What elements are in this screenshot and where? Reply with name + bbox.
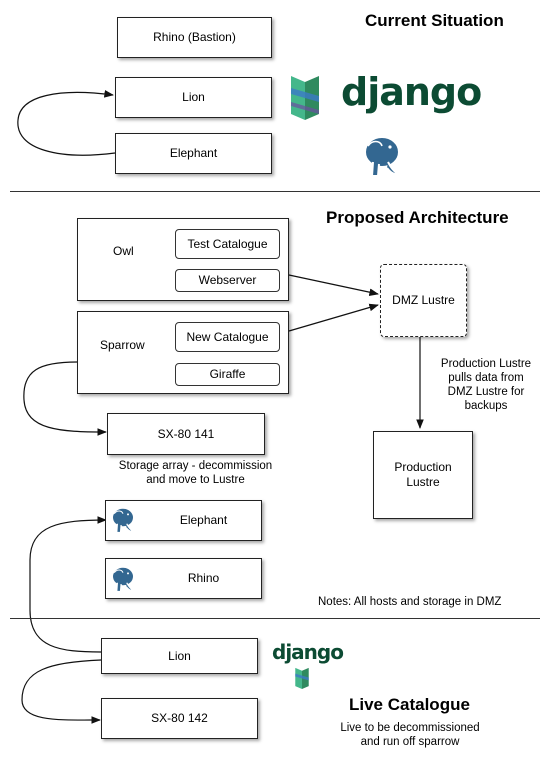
production-lustre-note: Production Lustre pulls data from DMZ Lu…	[440, 358, 532, 412]
rhino-bastion-box: Rhino (Bastion)	[117, 17, 272, 58]
sparrow-to-sx80-141-connector	[23, 361, 107, 436]
django-logo: django	[287, 70, 482, 124]
live-lion-to-sx80-142-connector	[21, 659, 102, 724]
live-lion-box: Lion	[101, 638, 258, 674]
section-divider-top	[10, 191, 540, 192]
proposed-elephant-label: Elephant	[179, 513, 228, 527]
django-wordmark: django	[272, 640, 344, 664]
proposed-rhino-label: Rhino	[187, 571, 220, 585]
postgresql-elephant-icon	[111, 507, 135, 534]
lion-box: Lion	[115, 77, 272, 118]
elephant-to-lion-connector	[17, 90, 116, 156]
owl-label: Owl	[113, 244, 134, 258]
current-situation-heading: Current Situation	[365, 11, 504, 30]
sx80-141-box: SX-80 141	[107, 413, 265, 455]
proposed-architecture-heading: Proposed Architecture	[326, 208, 509, 227]
section-divider-bottom	[10, 618, 540, 619]
elephant-box: Elephant	[115, 133, 272, 174]
live-lion-to-elephant-connector	[29, 516, 107, 653]
hosts-storage-note: Notes: All hosts and storage in DMZ	[318, 596, 502, 608]
sx80-142-box: SX-80 142	[101, 698, 258, 739]
django-flag-icon	[295, 667, 309, 690]
test-catalogue-box: Test Catalogue	[175, 229, 280, 259]
live-catalogue-note: Live to be decommissioned and run off sp…	[340, 722, 480, 748]
django-flag-icon	[291, 76, 319, 120]
sx80-141-note: Storage array - decommission and move to…	[118, 460, 273, 486]
postgresql-elephant-icon	[111, 566, 135, 593]
dmz-lustre-box: DMZ Lustre	[380, 264, 467, 337]
live-catalogue-heading: Live Catalogue	[349, 695, 470, 714]
sparrow-to-dmz-connector	[288, 303, 379, 332]
webserver-box: Webserver	[175, 269, 280, 292]
giraffe-box: Giraffe	[175, 363, 280, 386]
django-wordmark: django	[341, 70, 482, 114]
owl-to-dmz-connector	[288, 274, 379, 296]
sparrow-label: Sparrow	[100, 338, 145, 352]
django-logo-small: django	[270, 640, 344, 692]
postgresql-elephant-icon	[364, 136, 401, 177]
new-catalogue-box: New Catalogue	[175, 322, 280, 352]
production-lustre-box: Production Lustre	[373, 431, 473, 519]
